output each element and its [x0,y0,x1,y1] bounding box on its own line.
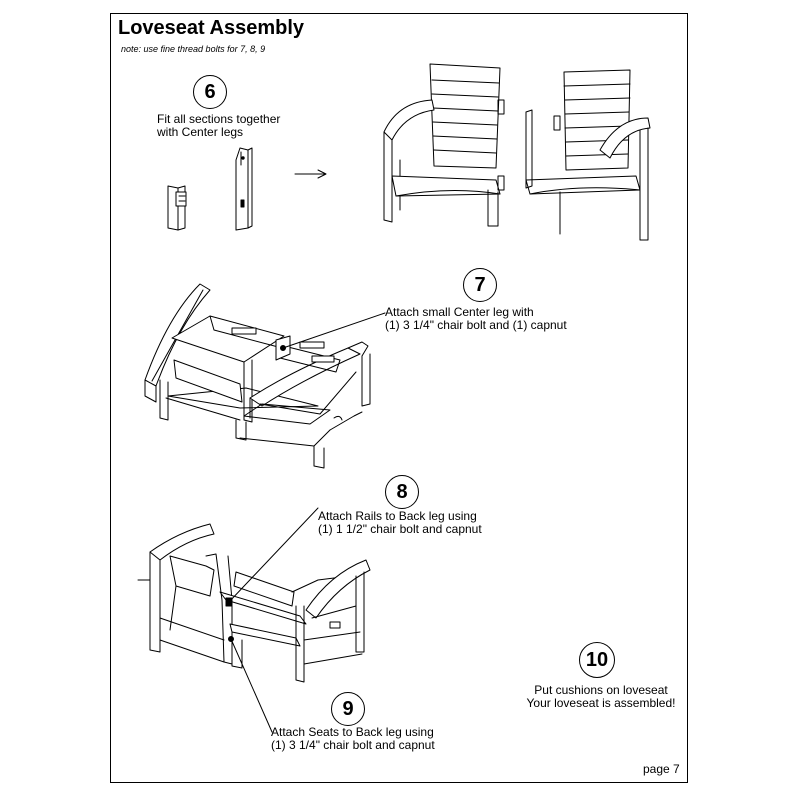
loveseat-frame-step-8 [138,508,370,682]
step-10-number: 10 [579,642,615,678]
step-7-line-1: Attach small Center leg with [385,305,534,319]
step-9-line-2: (1) 3 1/4" chair bolt and capnut [271,738,435,752]
step-8-number: 8 [385,475,419,509]
step-7-number: 7 [463,268,497,302]
step-9-leader [229,637,273,733]
step-6-line-1: Fit all sections together [157,112,281,126]
step-10-line-2: Your loveseat is assembled! [526,696,676,710]
center-leg-part-small [168,186,186,230]
page-number: page 7 [643,762,680,776]
step-6-line-2: with Center legs [157,125,244,139]
step-6-number: 6 [193,75,227,109]
step-7-instructions: Attach small Center leg with (1) 3 1/4" … [385,306,567,332]
step-9-instructions: Attach Seats to Back leg using (1) 3 1/4… [271,726,435,752]
step-10-line-1: Put cushions on loveseat [534,683,668,697]
step-9-line-1: Attach Seats to Back leg using [271,725,434,739]
step-8-instructions: Attach Rails to Back leg using (1) 1 1/2… [318,510,482,536]
step-7-line-2: (1) 3 1/4" chair bolt and (1) capnut [385,318,567,332]
loveseat-left-section [384,64,504,226]
page-frame [110,13,688,783]
step-8-line-2: (1) 1 1/2" chair bolt and capnut [318,522,482,536]
right-arrow-icon [295,170,326,178]
center-leg-part-tall [236,148,252,230]
loveseat-right-section [526,70,650,240]
loveseat-frame-step-7 [145,284,385,468]
step-6-instructions: Fit all sections together with Center le… [157,113,280,139]
step-9-number: 9 [331,692,365,726]
step-10-instructions: Put cushions on loveseat Your loveseat i… [506,684,696,710]
step-8-line-1: Attach Rails to Back leg using [318,509,477,523]
bolt-note: note: use fine thread bolts for 7, 8, 9 [121,44,266,54]
page-title: Loveseat Assembly [118,17,305,39]
